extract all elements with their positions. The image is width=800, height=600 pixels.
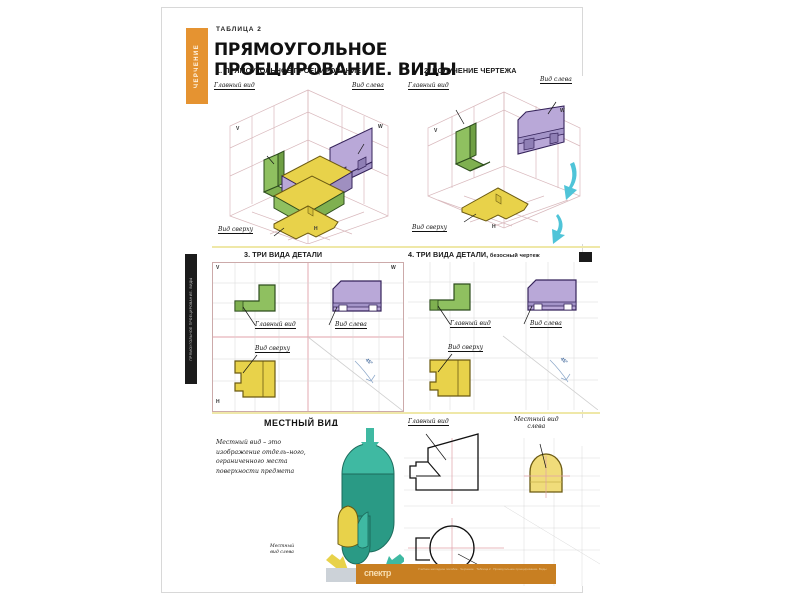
panel-2-label-top: Вид сверху (412, 224, 448, 232)
panel-3-label-front: Главный вид (255, 321, 296, 329)
panel-1-axis-w: W (378, 124, 383, 130)
panel-2: Главный вид Вид слева Вид сверху V W H (408, 76, 600, 244)
panel-3-label-top: Вид сверху (255, 345, 291, 353)
panel-3-label-left: Вид слева (335, 321, 367, 329)
poster-inner: ЧЕРЧЕНИЕ ПРЯМОУГОЛЬНОЕ ПРОЕЦИРОВАНИЕ. ВИ… (185, 14, 600, 588)
footer: спектр Учебное наглядное пособие · Черче… (356, 564, 556, 584)
footer-logo: спектр (364, 568, 391, 578)
panel-4-label-left: Вид слева (530, 320, 562, 328)
local-view-title: МЕСТНЫЙ ВИД (264, 418, 339, 428)
poster: ЧЕРЧЕНИЕ ПРЯМОУГОЛЬНОЕ ПРОЕЦИРОВАНИЕ. ВИ… (162, 8, 600, 592)
panel-1-heading: 1. ПРЯМОУГОЛЬНОЕ ПРОЕЦИРОВАНИЕ (216, 66, 362, 75)
panel-1-label-front: Главный вид (214, 82, 255, 90)
local-view-solid (326, 428, 406, 572)
panel-2-label-left: Вид слева (540, 76, 572, 84)
page-title: ПРЯМОУГОЛЬНОЕ ПРОЕЦИРОВАНИЕ. ВИДЫ (214, 40, 457, 80)
panel-3: Главный вид Вид слева Вид сверху V W H 4… (212, 262, 404, 412)
local-view-drawings: Главный вид Местный вид слева Вид сверху (404, 416, 600, 586)
side-tab-cherchenie: ЧЕРЧЕНИЕ (186, 28, 208, 104)
panel-1: Главный вид Вид слева Вид сверху V W H (212, 76, 404, 244)
panel-4-heading: 4. ТРИ ВИДА ДЕТАЛИ, безосный чертеж (408, 250, 540, 259)
panel-3-axis-v: V (216, 265, 220, 271)
local-view-definition: Местный вид – это изображение отдель–ног… (216, 439, 306, 475)
strip-left-label: ПРЯМОУГОЛЬНОЕ ПРОЕЦИРОВАНИЕ. ВИДЫ (189, 277, 193, 361)
panel-4-heading-main: 4. ТРИ ВИДА ДЕТАЛИ, (408, 250, 489, 259)
panel-1-label-left: Вид слева (352, 82, 384, 90)
panel-3-axis-w: W (391, 265, 396, 271)
drawing-label-front: Главный вид (408, 418, 449, 426)
panel-4-label-front: Главный вид (450, 320, 491, 328)
panel-4-heading-sub: безосный чертеж (488, 253, 540, 259)
panel-4: Главный вид Вид слева Вид сверху 45° (408, 262, 598, 410)
local-view-3d (326, 426, 406, 586)
panel-1-axis-h: H (314, 226, 318, 232)
panel-2-axis-w: W (560, 108, 565, 114)
table-label: ТАБЛИЦА 2 (216, 26, 262, 33)
panel-2-label-front: Главный вид (408, 82, 449, 90)
panel-1-diagram (229, 89, 389, 244)
strip-left: ПРЯМОУГОЛЬНОЕ ПРОЕЦИРОВАНИЕ. ВИДЫ (185, 254, 197, 384)
divider-top (212, 246, 600, 248)
drawing-label-local-left: Местный вид слева (514, 416, 559, 430)
panel-3-heading: 3. ТРИ ВИДА ДЕТАЛИ (244, 250, 323, 259)
panel-1-axis-v: V (236, 126, 240, 132)
panel-4-diagram (408, 262, 598, 410)
panel-3-diagram (213, 263, 403, 411)
panel-3-axis-h: H (216, 399, 220, 405)
panel-1-label-top: Вид сверху (218, 226, 254, 234)
divider-bottom (212, 412, 600, 414)
side-tab-label: ЧЕРЧЕНИЕ (194, 43, 200, 89)
panel-2-axis-h: H (492, 224, 496, 230)
local-view-arrow-left: Местный вид слева (270, 544, 295, 555)
footer-text: Учебное наглядное пособие · Черчение · Т… (418, 567, 547, 571)
panel-4-label-top: Вид сверху (448, 344, 484, 352)
panel-2-heading: 2. ПОЛУЧЕНИЕ ЧЕРТЕЖА (424, 66, 517, 75)
panel-2-diagram (427, 91, 581, 244)
local-view-drawing-svg (404, 433, 600, 586)
panel-2-axis-v: V (434, 128, 438, 134)
